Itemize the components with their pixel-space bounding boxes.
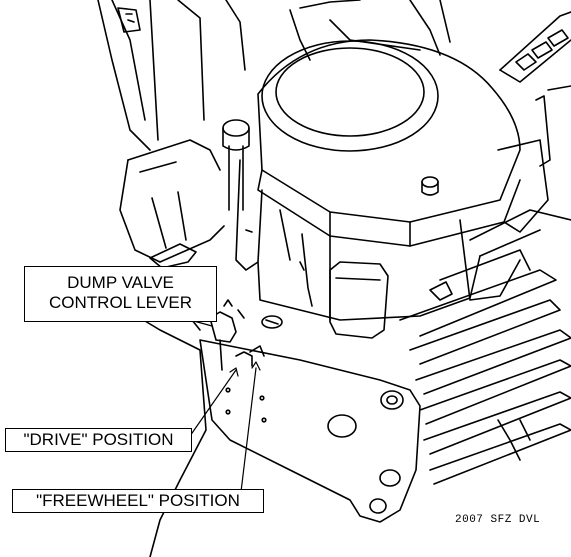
drive-position-label: "DRIVE" POSITION [5, 428, 192, 452]
right-side-panel [535, 85, 571, 167]
oil-fill-cap [222, 119, 250, 211]
engine-shroud [329, 261, 389, 339]
dump-valve-label-line2: CONTROL LEVER [49, 293, 192, 312]
dump-valve-label-line1: DUMP VALVE [67, 273, 174, 292]
engine-top-cover [257, 39, 549, 247]
engine-block [235, 159, 521, 321]
drawing-code: 2007 SFZ DVL [455, 514, 541, 526]
dump-valve-lever [209, 299, 265, 371]
leader-lines [189, 319, 261, 501]
dump-valve-control-lever-label: DUMP VALVE CONTROL LEVER [24, 266, 217, 322]
roller-tubes [399, 209, 571, 485]
freewheel-position-label: "FREEWHEEL" POSITION [12, 489, 264, 513]
logo-panel [499, 11, 571, 83]
mount-plate [199, 315, 421, 523]
rear-body-panels [97, 0, 451, 151]
